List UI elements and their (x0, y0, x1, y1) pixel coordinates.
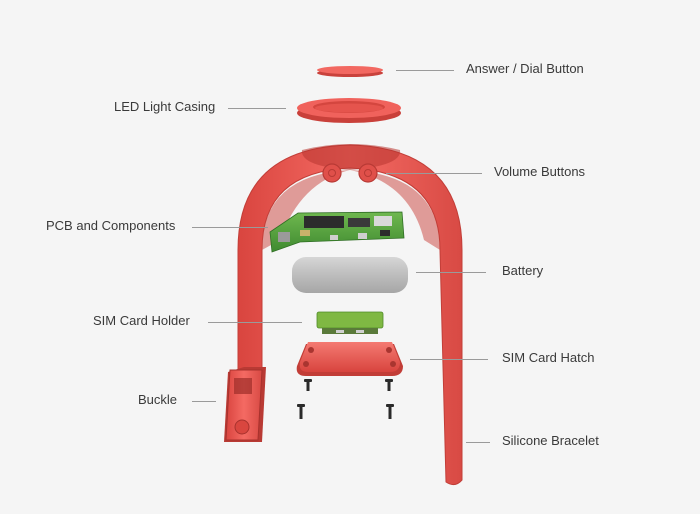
pcb-shape (269, 211, 405, 253)
label-volume-buttons: Volume Buttons (494, 164, 586, 179)
label-led-light-casing: LED Light Casing (114, 99, 216, 114)
leader-pcb (192, 227, 268, 228)
volume-buttons-shape (322, 163, 378, 183)
label-battery: Battery (502, 263, 544, 278)
leader-sim-hatch (410, 359, 488, 360)
screws (297, 379, 394, 419)
leader-battery (416, 272, 486, 273)
leader-led-casing (228, 108, 286, 109)
label-silicone-bracelet: Silicone Bracelet (502, 433, 599, 448)
label-sim-card-holder: SIM Card Holder (93, 313, 190, 328)
answer-dial-button-shape (317, 66, 383, 77)
leader-volume-buttons (386, 173, 482, 174)
label-sim-card-hatch: SIM Card Hatch (502, 350, 595, 365)
leader-answer-dial (396, 70, 454, 71)
sim-card-holder-shape (316, 311, 384, 334)
battery-shape (292, 257, 408, 293)
sim-card-hatch-shape (296, 342, 403, 376)
leader-buckle (192, 401, 216, 402)
leader-sim-holder (208, 322, 302, 323)
label-answer-dial-button: Answer / Dial Button (466, 61, 584, 76)
label-pcb-and-components: PCB and Components (46, 218, 176, 233)
buckle-shape (224, 367, 266, 442)
led-light-casing-shape (297, 98, 401, 123)
label-buckle: Buckle (138, 392, 178, 407)
leader-silicone-bracelet (466, 442, 490, 443)
